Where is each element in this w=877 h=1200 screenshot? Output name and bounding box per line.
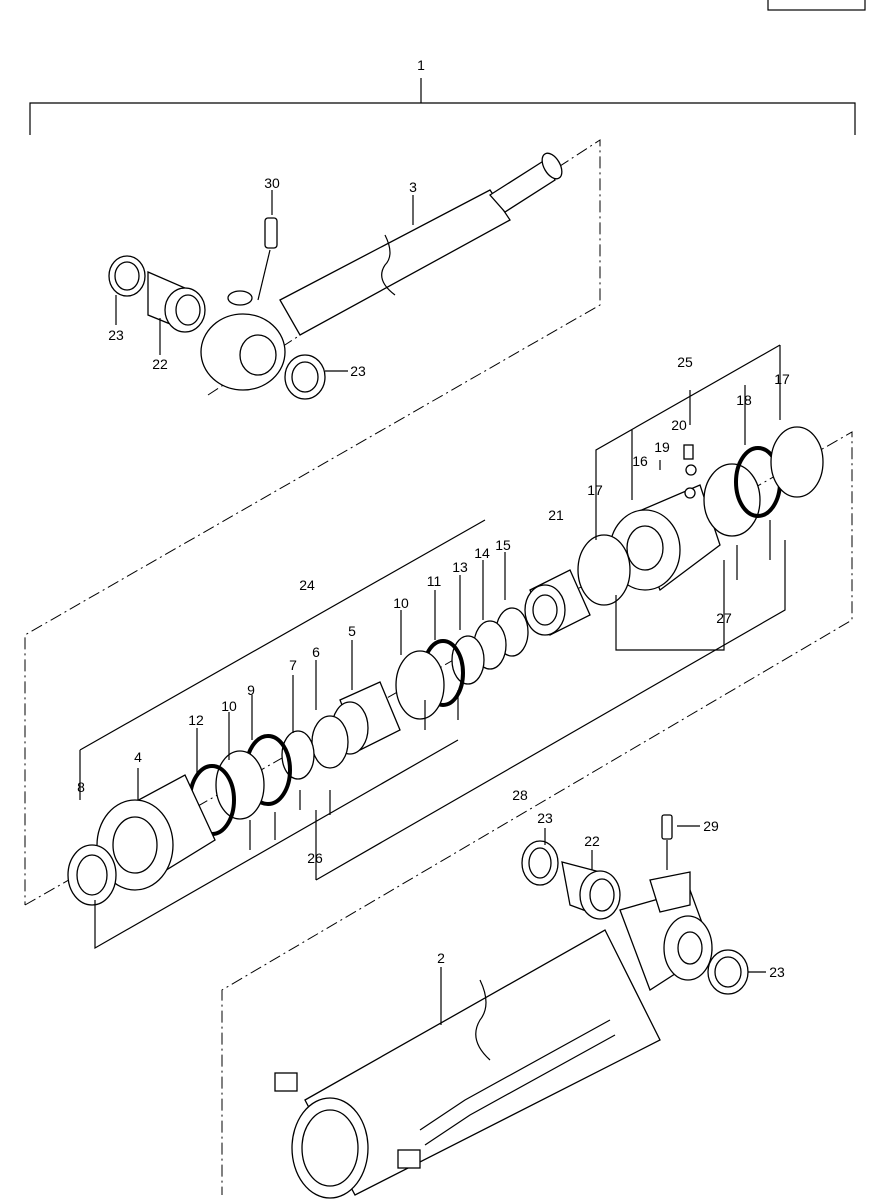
set-screw-20: [683, 444, 694, 460]
callout-23: 23: [108, 327, 124, 343]
callout-9: 9: [247, 682, 255, 698]
callout-20: 20: [671, 417, 687, 433]
backup-ring-17: [770, 426, 824, 498]
cylinder-barrel: [274, 871, 713, 1199]
bushing-22: [147, 271, 206, 333]
callout-22: 22: [152, 356, 168, 372]
callout-21: 21: [548, 507, 564, 523]
callout-30: 30: [264, 175, 280, 191]
callout-22: 22: [584, 833, 600, 849]
callout-12: 12: [188, 712, 204, 728]
grease-fitting-29: [661, 814, 700, 870]
leader-lines: [440, 828, 766, 1025]
spacer-21: [524, 569, 591, 636]
callout-23: 23: [350, 363, 366, 379]
callout-18: 18: [736, 392, 752, 408]
seal-6: [311, 715, 349, 769]
callout-labels: 1 3 30 23 22 23 25 17 18 20 19 16 17 21 …: [77, 57, 790, 980]
assembly-bracket: [29, 78, 856, 135]
bushing-22: [561, 861, 621, 920]
piston-rod: [200, 152, 563, 391]
callout-1: 1: [417, 57, 425, 73]
title-box: [767, 0, 866, 11]
callout-17: 17: [587, 482, 603, 498]
ring-13: [451, 635, 485, 685]
callout-11: 11: [427, 573, 442, 589]
callout-14: 14: [474, 545, 490, 561]
callout-16: 16: [632, 453, 648, 469]
callout-2: 2: [437, 950, 445, 966]
kit-25-bracket: [595, 344, 781, 540]
callout-17: 17: [774, 371, 790, 387]
seal-23-inner: [114, 261, 140, 291]
backup-ring-17: [577, 534, 631, 606]
grease-fitting-30: [257, 190, 278, 301]
callout-10: 10: [221, 698, 237, 714]
ball-19: [685, 464, 697, 476]
callout-23: 23: [537, 810, 553, 826]
callout-29: 29: [703, 818, 719, 834]
callout-10: 10: [393, 595, 409, 611]
wiper-8-inner: [76, 854, 108, 896]
piston-group-frame: [24, 431, 853, 1195]
seal-23-inner: [714, 956, 742, 988]
gland-4: [96, 774, 216, 891]
callout-13: 13: [452, 559, 468, 575]
callout-27: 27: [716, 610, 732, 626]
ring-10: [395, 650, 445, 720]
wear-ring: [703, 463, 761, 537]
callout-23: 23: [769, 964, 785, 980]
ring-10: [215, 750, 265, 820]
kit-26-28-brackets: [94, 540, 786, 950]
callout-3: 3: [409, 179, 417, 195]
callout-7: 7: [289, 657, 297, 673]
seal-23-inner: [528, 847, 552, 879]
seal-23-inner: [291, 361, 319, 393]
callout-28: 28: [512, 787, 528, 803]
callout-8: 8: [77, 779, 85, 795]
callout-25: 25: [677, 354, 693, 370]
callout-15: 15: [495, 537, 511, 553]
callout-5: 5: [348, 623, 356, 639]
callout-24: 24: [299, 577, 315, 593]
kit-27-bracket: [615, 520, 771, 651]
leader-lines: [115, 195, 414, 372]
callout-26: 26: [307, 850, 323, 866]
kit-24-bracket: [79, 519, 506, 800]
callout-19: 19: [654, 439, 670, 455]
callout-6: 6: [312, 644, 320, 660]
callout-4: 4: [134, 749, 142, 765]
